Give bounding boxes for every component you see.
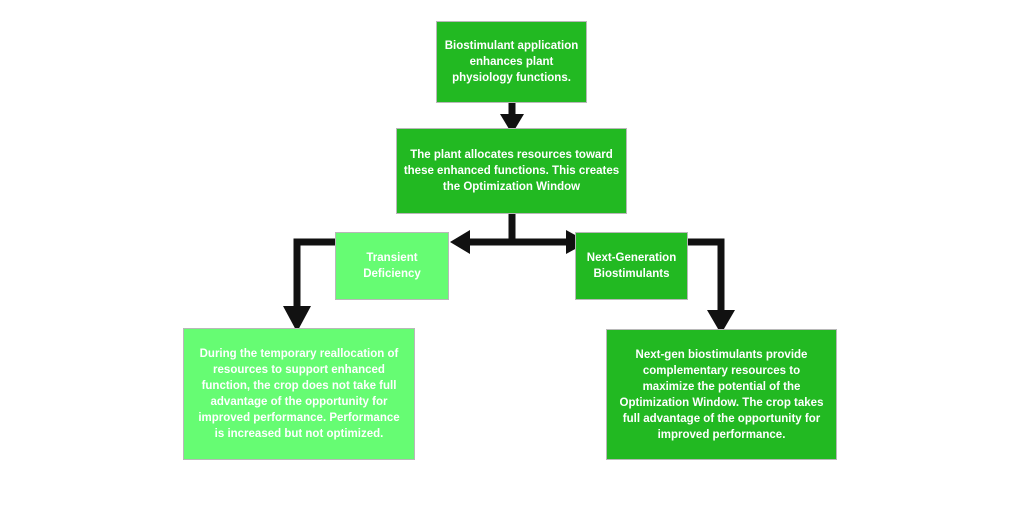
arrowhead-transient bbox=[450, 230, 470, 254]
node-biostimulant-application: Biostimulant application enhances plant … bbox=[436, 21, 587, 103]
node-text: During the temporary reallocation of res… bbox=[198, 348, 400, 440]
node-right-outcome: Next-gen biostimulants provide complemen… bbox=[606, 329, 837, 460]
arrowhead-right-outcome bbox=[707, 310, 735, 334]
node-text: Next-gen biostimulants provide complemen… bbox=[619, 348, 824, 441]
node-next-generation-biostimulants: Next-Generation Biostimulants bbox=[575, 232, 688, 300]
node-text: Transient Deficiency bbox=[363, 252, 421, 280]
arrow-transient-to-left-outcome bbox=[293, 238, 336, 308]
node-text: The plant allocates resources toward the… bbox=[403, 149, 620, 193]
node-left-outcome: During the temporary reallocation of res… bbox=[183, 328, 415, 460]
node-text: Next-Generation Biostimulants bbox=[586, 252, 677, 280]
arrowhead-allocate bbox=[500, 114, 524, 134]
node-resource-allocation: The plant allocates resources toward the… bbox=[396, 128, 627, 214]
arrow-nextgen-to-right-outcome bbox=[688, 238, 725, 314]
node-transient-deficiency: Transient Deficiency bbox=[335, 232, 449, 300]
arrowhead-left-outcome bbox=[283, 306, 311, 332]
node-text: Biostimulant application enhances plant … bbox=[444, 40, 579, 84]
